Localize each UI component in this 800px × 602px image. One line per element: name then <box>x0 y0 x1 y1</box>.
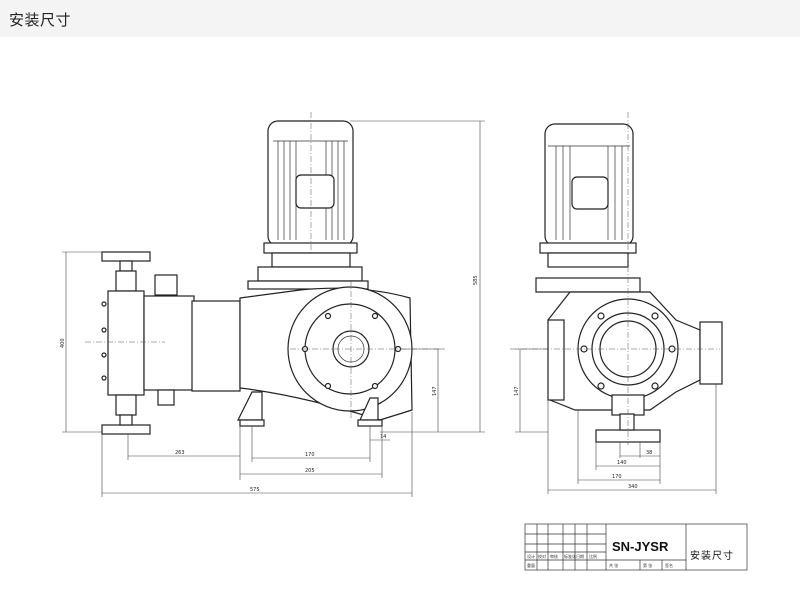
tb-cell-8: 共 张 <box>609 562 618 568</box>
side-view: 585 400 147 14 263 170 205 575 <box>60 112 485 497</box>
front-view: 147 38 140 170 340 <box>510 112 723 494</box>
front-motor <box>535 123 641 293</box>
side-housing <box>191 286 413 427</box>
dim-205: 205 <box>305 468 315 474</box>
dim-170-front: 170 <box>612 474 622 480</box>
dim-14: 14 <box>380 434 386 440</box>
title-block: 设计 校对 审核 标准化 日期 比例 重量 共 张 第 张 签名 SN-JYSR… <box>524 523 748 571</box>
tb-cell-9: 第 张 <box>643 562 652 568</box>
tb-cell-2: 校对 <box>538 553 546 559</box>
model-number: SN-JYSR <box>612 539 669 554</box>
dim-585: 585 <box>473 275 479 285</box>
tb-cell-7: 重量 <box>527 562 535 568</box>
front-housing <box>547 291 723 443</box>
side-dimensions: 585 400 147 14 263 170 205 575 <box>60 120 485 497</box>
dim-263: 263 <box>175 450 185 456</box>
dim-400: 400 <box>60 338 66 348</box>
dim-140: 140 <box>617 460 627 466</box>
front-dimensions: 147 38 140 170 340 <box>514 348 717 494</box>
dim-147-front: 147 <box>514 386 520 396</box>
tb-cell-1: 设计 <box>527 553 535 559</box>
dim-147-side: 147 <box>432 386 438 396</box>
dim-38: 38 <box>646 450 652 456</box>
section-header: 安装尺寸 <box>0 0 800 37</box>
dim-575: 575 <box>250 487 260 493</box>
side-pump-head <box>101 251 195 435</box>
side-motor <box>247 120 369 290</box>
tb-cell-5: 日期 <box>576 553 584 559</box>
drawing-title: 安装尺寸 <box>690 549 734 562</box>
tb-cell-6: 比例 <box>589 553 597 559</box>
tb-cell-4: 标准化 <box>564 553 576 559</box>
dim-170-side: 170 <box>305 452 315 458</box>
section-title: 安装尺寸 <box>9 12 72 29</box>
dim-340: 340 <box>628 484 638 490</box>
tb-cell-10: 签名 <box>665 562 673 568</box>
tb-cell-3: 审核 <box>550 553 558 559</box>
